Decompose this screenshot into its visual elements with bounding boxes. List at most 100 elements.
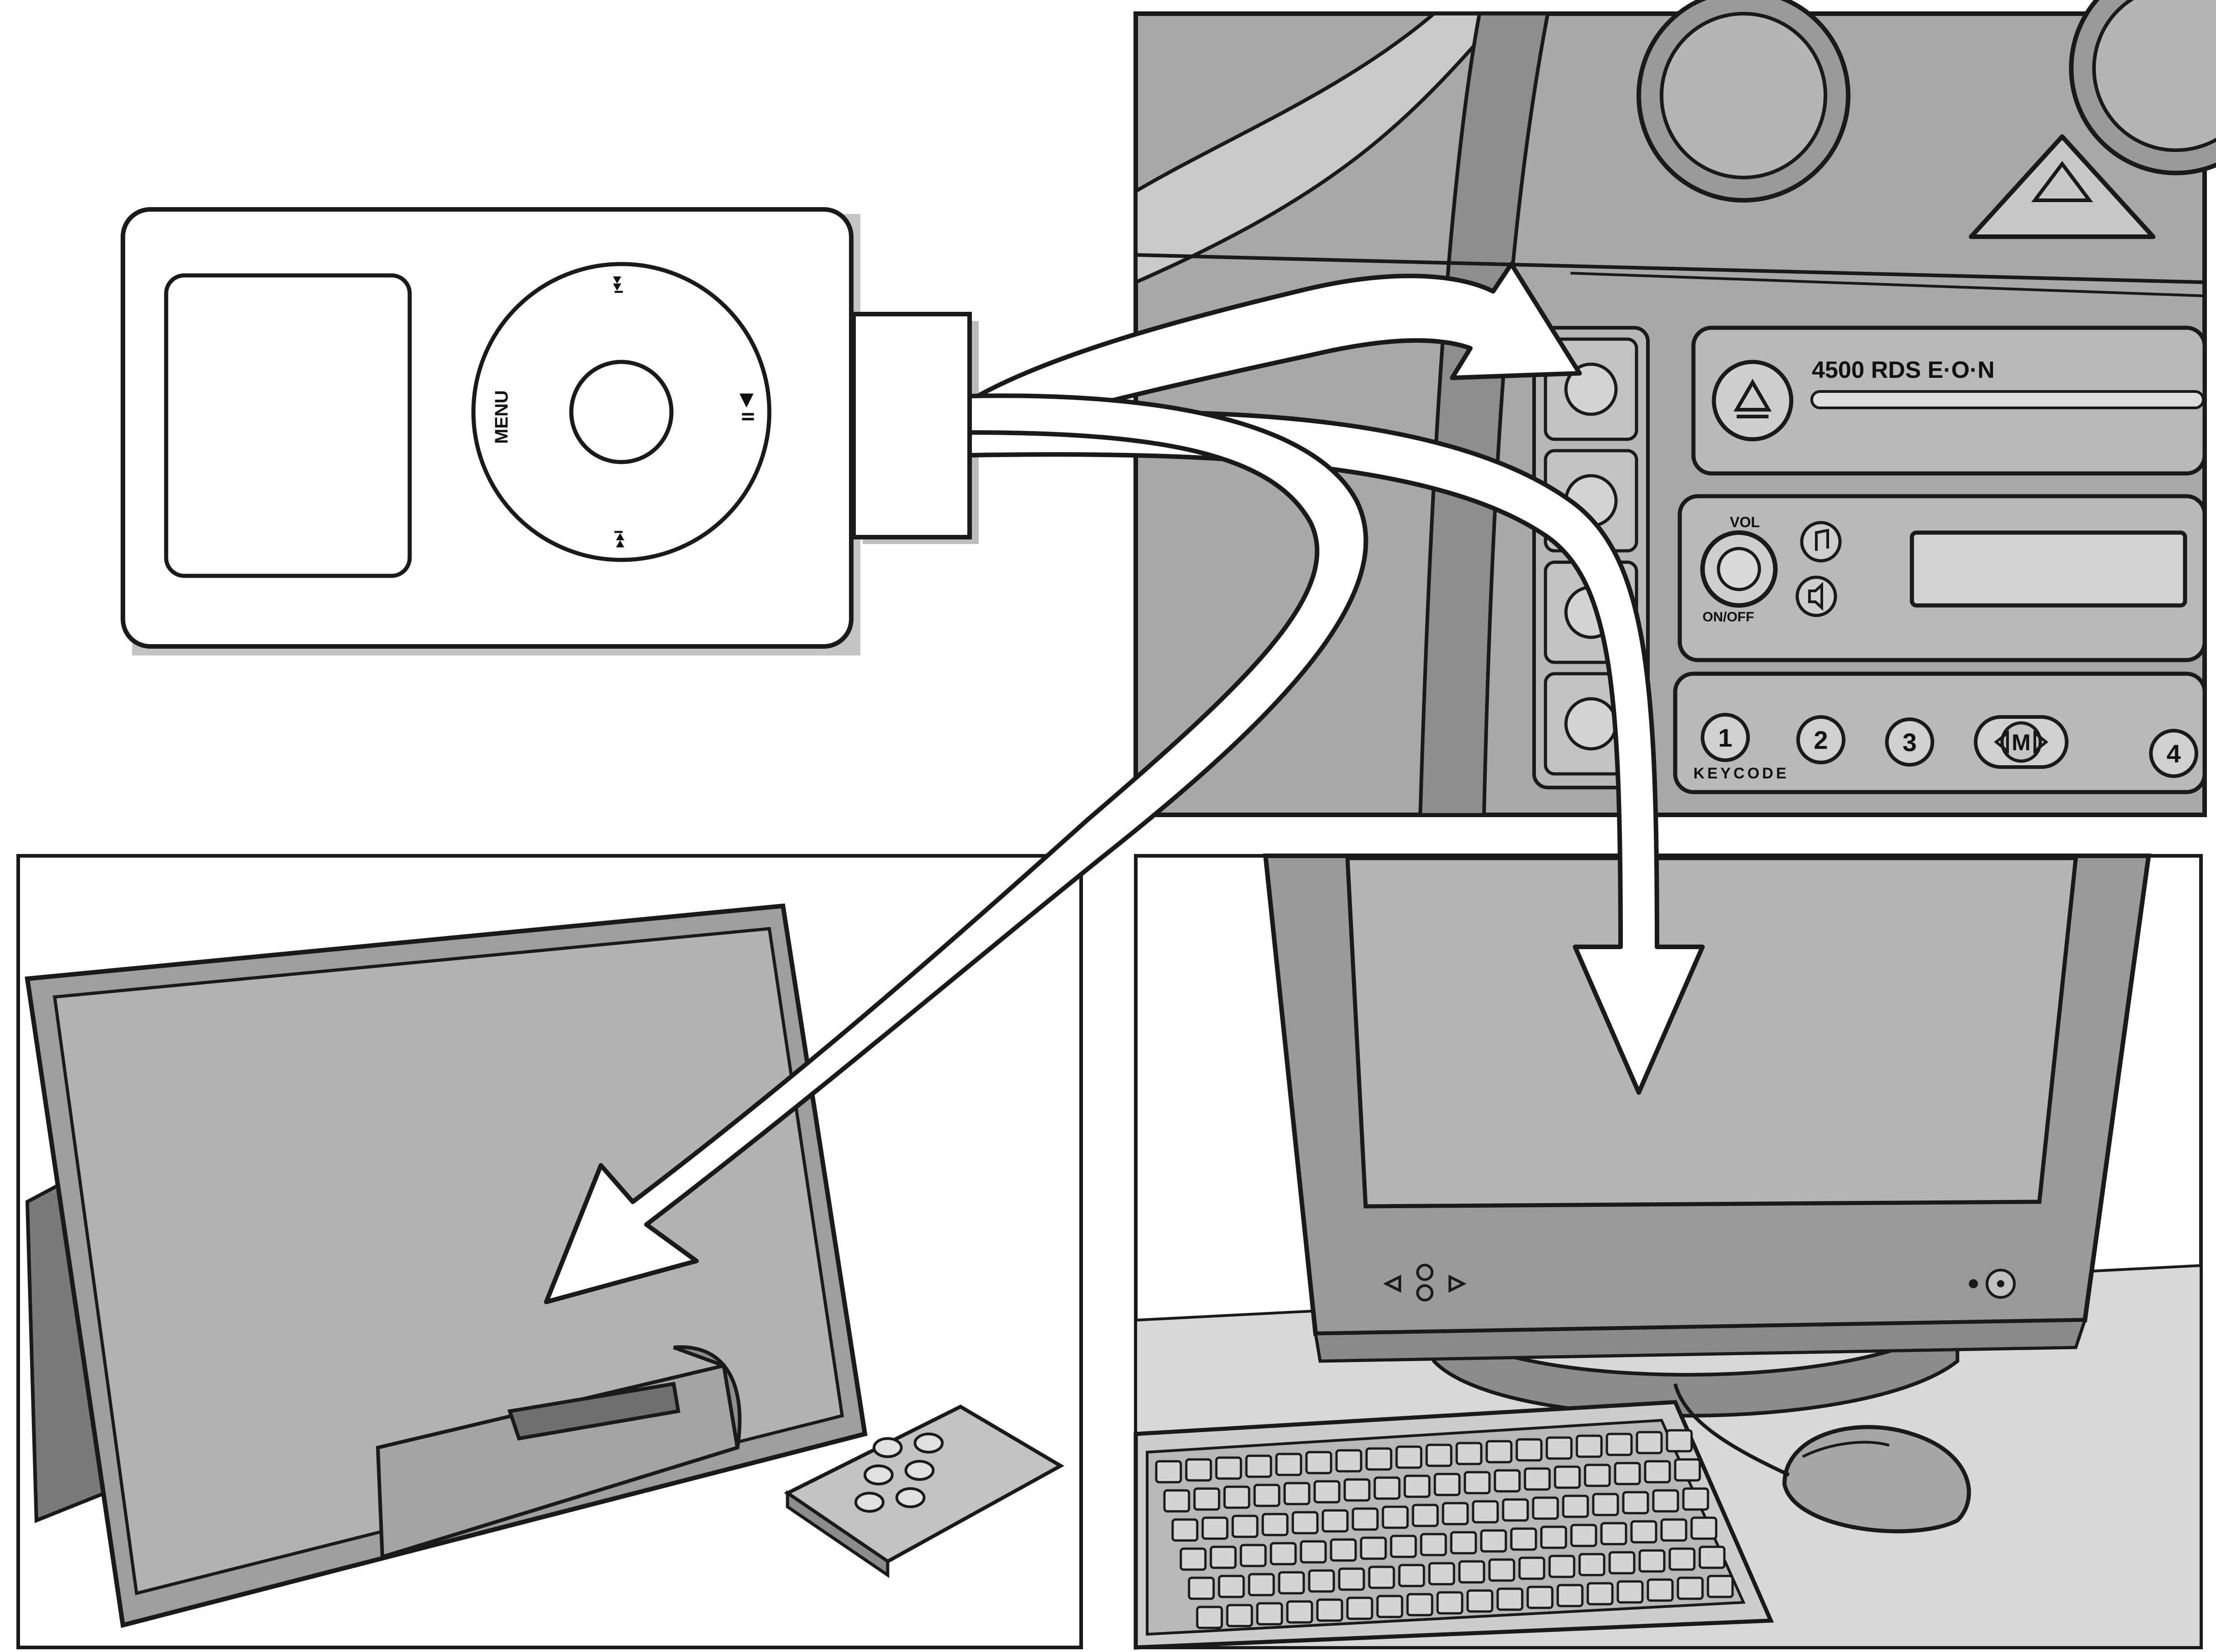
remote-button[interactable] (874, 1439, 901, 1457)
ipod-center-button[interactable] (571, 362, 671, 462)
keyboard-key[interactable] (1156, 1461, 1181, 1482)
keyboard-key[interactable] (1331, 1540, 1356, 1561)
keyboard-key[interactable] (1408, 1594, 1432, 1615)
keyboard-key[interactable] (1337, 1450, 1361, 1471)
keyboard-key[interactable] (1571, 1525, 1596, 1546)
keyboard-key[interactable] (1429, 1563, 1454, 1584)
keyboard-key[interactable] (1637, 1432, 1662, 1453)
speaker-button[interactable] (1797, 577, 1835, 615)
keyboard-key[interactable] (1457, 1443, 1481, 1464)
keyboard-key[interactable] (1203, 1518, 1227, 1539)
keyboard-key[interactable] (1678, 1578, 1703, 1599)
keyboard-key[interactable] (1601, 1523, 1626, 1544)
keyboard-key[interactable] (1353, 1509, 1377, 1530)
keyboard-key[interactable] (1468, 1591, 1492, 1611)
keyboard-key[interactable] (1588, 1583, 1612, 1604)
keyboard-key[interactable] (1555, 1467, 1580, 1488)
keyboard-key[interactable] (1618, 1581, 1642, 1602)
remote-button[interactable] (915, 1434, 942, 1452)
keyboard-key[interactable] (1675, 1459, 1700, 1480)
monitor-screen[interactable] (1347, 858, 2076, 1206)
keyboard-key[interactable] (1692, 1518, 1716, 1539)
eject-button[interactable] (1714, 362, 1791, 439)
keyboard-key[interactable] (1438, 1592, 1462, 1613)
mode-button[interactable]: M (1976, 717, 2067, 767)
preset-button-1[interactable]: 1 (1703, 715, 1748, 760)
keyboard-key[interactable] (1563, 1496, 1588, 1517)
remote-button[interactable] (897, 1489, 924, 1507)
keyboard-key[interactable] (1593, 1494, 1618, 1515)
keyboard-key[interactable] (1580, 1554, 1604, 1575)
keyboard-key[interactable] (1413, 1505, 1438, 1526)
keyboard-key[interactable] (1520, 1558, 1544, 1579)
keyboard-key[interactable] (1632, 1521, 1656, 1542)
keyboard-key[interactable] (1511, 1529, 1536, 1550)
keyboard-key[interactable] (1495, 1470, 1520, 1491)
keyboard-key[interactable] (1197, 1607, 1222, 1628)
keyboard-key[interactable] (1533, 1498, 1558, 1519)
keyboard-key[interactable] (1361, 1538, 1386, 1559)
keyboard-key[interactable] (1525, 1469, 1550, 1489)
keyboard-key[interactable] (1487, 1441, 1511, 1462)
keyboard-key[interactable] (1397, 1447, 1421, 1468)
keyboard-key[interactable] (1640, 1550, 1664, 1571)
keyboard-key[interactable] (1257, 1603, 1282, 1624)
preset-button-3[interactable]: 3 (1887, 719, 1932, 765)
keyboard-key[interactable] (1309, 1571, 1334, 1591)
keyboard-key[interactable] (1347, 1598, 1372, 1619)
keyboard-key[interactable] (1547, 1438, 1571, 1459)
keyboard-key[interactable] (1615, 1463, 1640, 1484)
keyboard-key[interactable] (1301, 1541, 1326, 1562)
keyboard-key[interactable] (1623, 1492, 1648, 1513)
keyboard-key[interactable] (1173, 1520, 1197, 1540)
keyboard-key[interactable] (1465, 1472, 1489, 1493)
keyboard-key[interactable] (1249, 1574, 1274, 1595)
keyboard-key[interactable] (1550, 1556, 1574, 1577)
keyboard-key[interactable] (1541, 1527, 1566, 1548)
preset-button-2[interactable]: 2 (1798, 717, 1844, 762)
keyboard-key[interactable] (1489, 1560, 1514, 1581)
keyboard-key[interactable] (1211, 1547, 1235, 1568)
keyboard-key[interactable] (1216, 1458, 1241, 1479)
keyboard-key[interactable] (1577, 1436, 1601, 1457)
keyboard-key[interactable] (1391, 1536, 1416, 1557)
keyboard-key[interactable] (1585, 1465, 1610, 1486)
keyboard-key[interactable] (1345, 1479, 1369, 1500)
keyboard-key[interactable] (1377, 1596, 1402, 1617)
keyboard-key[interactable] (1194, 1489, 1219, 1510)
keyboard-key[interactable] (1233, 1516, 1257, 1537)
keyboard-key[interactable] (1648, 1580, 1672, 1601)
keyboard-key[interactable] (1481, 1530, 1506, 1551)
keyboard-key[interactable] (1367, 1449, 1391, 1469)
keyboard-key[interactable] (1164, 1490, 1189, 1511)
keyboard-key[interactable] (1279, 1572, 1304, 1593)
keyboard-key[interactable] (1451, 1532, 1476, 1553)
keyboard-key[interactable] (1285, 1483, 1309, 1504)
keyboard-key[interactable] (1421, 1534, 1446, 1555)
keyboard-key[interactable] (1645, 1461, 1670, 1482)
monitor-power-button[interactable] (1987, 1270, 2014, 1297)
keyboard-key[interactable] (1443, 1503, 1468, 1524)
keyboard-key[interactable] (1181, 1549, 1205, 1570)
keyboard-key[interactable] (1708, 1576, 1733, 1597)
keyboard-key[interactable] (1558, 1585, 1582, 1606)
keyboard-key[interactable] (1683, 1489, 1708, 1510)
keyboard-key[interactable] (1405, 1476, 1429, 1497)
keyboard-key[interactable] (1317, 1600, 1342, 1621)
keyboard-key[interactable] (1503, 1500, 1528, 1520)
keyboard-key[interactable] (1227, 1605, 1252, 1626)
keyboard-key[interactable] (1315, 1481, 1339, 1502)
volume-knob[interactable] (1703, 533, 1775, 605)
keyboard-key[interactable] (1287, 1601, 1312, 1622)
keyboard-key[interactable] (1607, 1434, 1632, 1455)
remote-button[interactable] (865, 1466, 892, 1484)
keyboard-key[interactable] (1653, 1490, 1678, 1511)
sound-button[interactable] (1802, 523, 1840, 561)
keyboard-key[interactable] (1528, 1587, 1552, 1608)
keyboard-key[interactable] (1399, 1565, 1424, 1586)
remote-button[interactable] (906, 1461, 933, 1479)
ipod[interactable]: MENU ▶ II ⏭ ⏮ (123, 209, 979, 656)
keyboard-key[interactable] (1610, 1552, 1634, 1573)
keyboard-key[interactable] (1255, 1485, 1279, 1506)
keyboard-key[interactable] (1670, 1549, 1694, 1570)
